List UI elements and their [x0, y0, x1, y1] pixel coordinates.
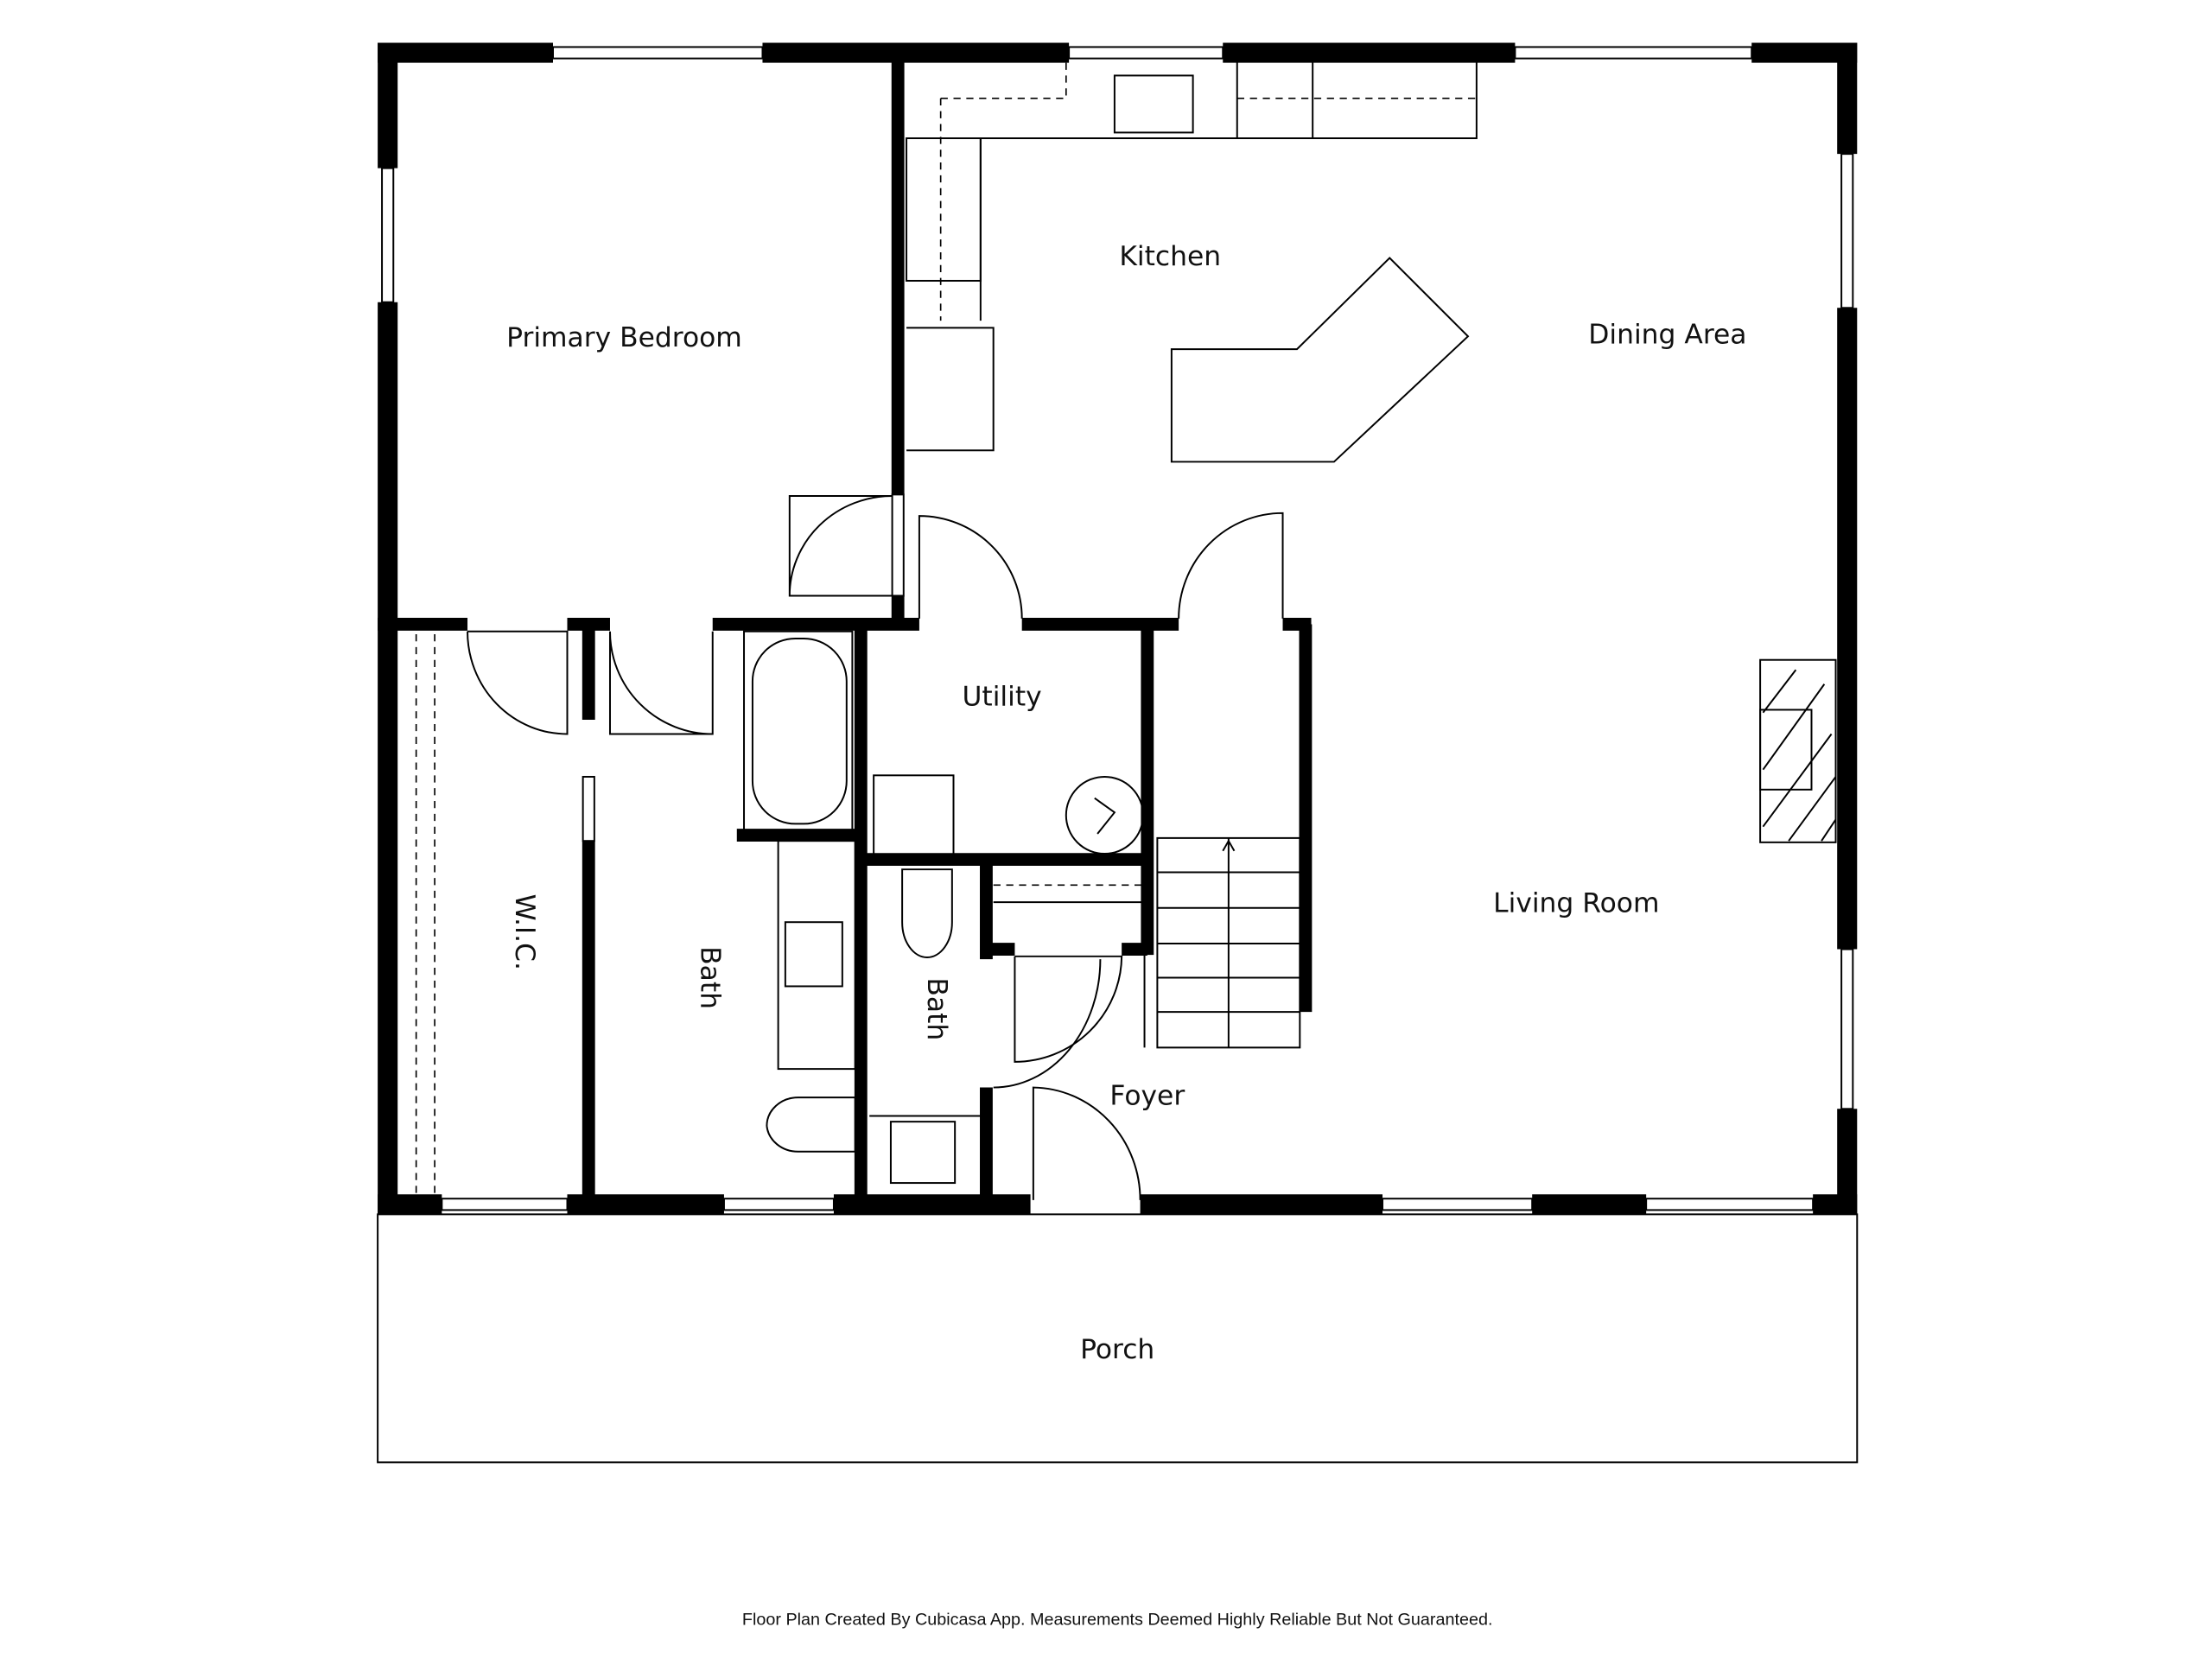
doors	[467, 495, 1284, 1200]
footer-disclaimer: Floor Plan Created By Cubicasa App. Meas…	[742, 1610, 1493, 1629]
windows	[381, 46, 1854, 1211]
label-primary-bedroom: Primary Bedroom	[506, 322, 742, 353]
label-porch: Porch	[1080, 1334, 1154, 1365]
room-labels: Primary Bedroom Kitchen Dining Area Util…	[506, 241, 1746, 1365]
label-utility: Utility	[963, 681, 1042, 712]
label-living-room: Living Room	[1493, 888, 1659, 919]
fixtures	[415, 60, 1837, 1195]
interior-walls	[378, 53, 1313, 1205]
label-dining-area: Dining Area	[1588, 320, 1746, 351]
label-bath-half: Bath	[921, 977, 952, 1040]
label-wic: W.I.C.	[509, 894, 540, 970]
label-kitchen: Kitchen	[1119, 241, 1221, 272]
label-foyer: Foyer	[1109, 1080, 1185, 1111]
porch	[377, 1213, 1859, 1464]
exterior-walls	[378, 42, 1858, 1215]
label-bath-main: Bath	[695, 946, 726, 1009]
